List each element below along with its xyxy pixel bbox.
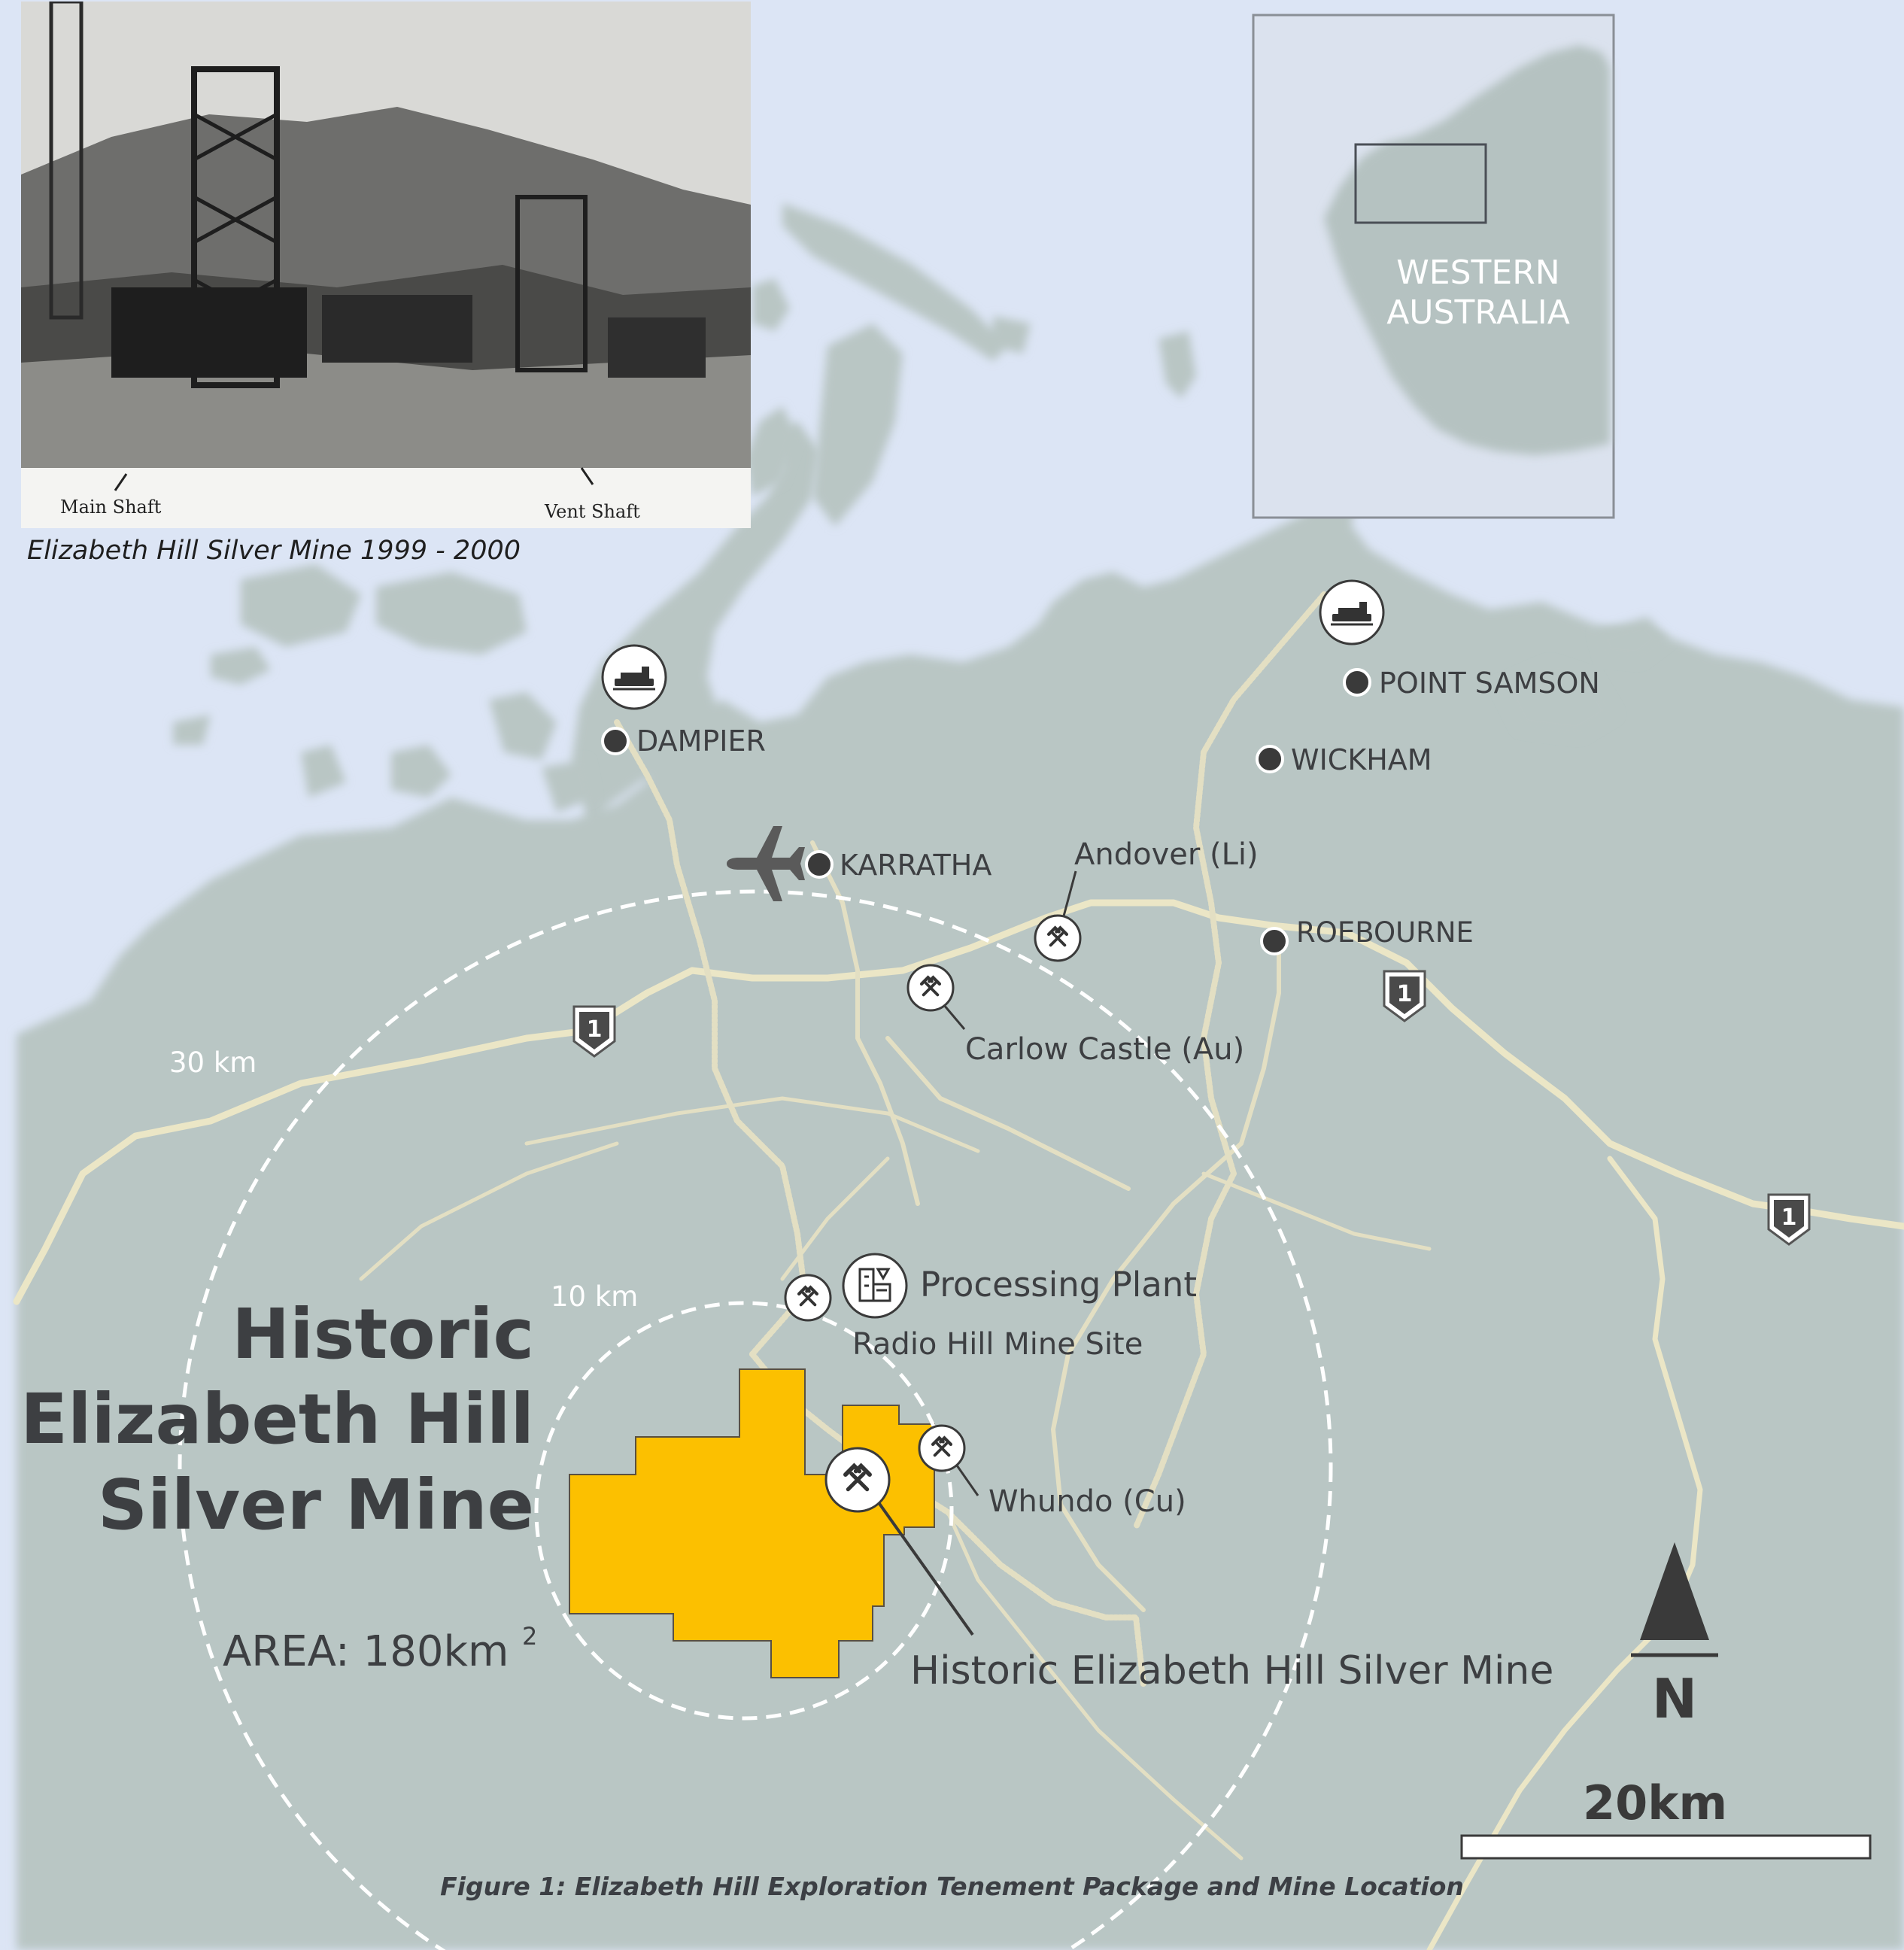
inset-map: WESTERN AUSTRALIA bbox=[1252, 14, 1615, 519]
airport-icon bbox=[727, 826, 805, 901]
town-karratha: KARRATHA bbox=[805, 849, 991, 882]
scale-bar-rect bbox=[1460, 1834, 1872, 1860]
ring-inner bbox=[534, 1301, 954, 1721]
mine-label: Andover (Li) bbox=[1074, 837, 1259, 872]
inset-locator-box bbox=[1354, 143, 1487, 224]
scale-bar: 20km bbox=[1460, 1775, 1872, 1860]
mine-label: Whundo (Cu) bbox=[988, 1484, 1186, 1519]
plant-label: Processing Plant bbox=[920, 1265, 1197, 1305]
town-point-samson: POINT SAMSON bbox=[1343, 667, 1600, 700]
tenement-area: AREA: 180km 2 bbox=[223, 1622, 537, 1676]
area-superscript: 2 bbox=[522, 1622, 537, 1651]
mine-hammer-icon bbox=[824, 1447, 891, 1513]
mine-andover: Andover (Li) bbox=[1034, 837, 1259, 962]
mine-carlow-castle: Carlow Castle (Au) bbox=[906, 964, 1244, 1067]
inset-region-label: WESTERN bbox=[1396, 254, 1559, 292]
figure-caption: Figure 1: Elizabeth Hill Exploration Ten… bbox=[440, 1872, 1464, 1901]
north-label: N bbox=[1652, 1667, 1697, 1730]
mine-hammer-icon bbox=[1034, 914, 1082, 962]
port-ship-icon bbox=[601, 644, 667, 710]
inset-landmass bbox=[1324, 45, 1610, 455]
mine-radio-hill: Radio Hill Mine Site bbox=[784, 1274, 1143, 1362]
photo-label-main-shaft: Main Shaft bbox=[60, 497, 162, 518]
mine-label: Carlow Castle (Au) bbox=[965, 1032, 1244, 1067]
inset-region-label: AUSTRALIA bbox=[1386, 293, 1570, 332]
mine-hammer-icon bbox=[918, 1424, 966, 1472]
port-ship-icon bbox=[1319, 579, 1385, 645]
town-roebourne: ROEBOURNE bbox=[1260, 916, 1474, 955]
tenement-polygon bbox=[569, 1368, 935, 1678]
mine-hammer-icon bbox=[784, 1274, 832, 1322]
area-label: AREA: 180km bbox=[223, 1627, 509, 1676]
factory-icon bbox=[842, 1253, 908, 1319]
tenement-title: Historic Elizabeth Hill Silver Mine bbox=[20, 1294, 534, 1545]
scale-label: 20km bbox=[1583, 1775, 1727, 1830]
ring-outer-label: 30 km bbox=[169, 1046, 257, 1079]
roads bbox=[13, 591, 1904, 1950]
town-label: POINT SAMSON bbox=[1379, 667, 1600, 700]
ring-outer bbox=[178, 889, 1333, 1950]
town-dampier: DAMPIER bbox=[601, 724, 766, 758]
town-dot-icon bbox=[1256, 745, 1284, 773]
tenement-title-line: Silver Mine bbox=[98, 1465, 534, 1545]
town-dot-icon bbox=[805, 850, 834, 879]
photo-caption: Elizabeth Hill Silver Mine 1999 - 2000 bbox=[27, 536, 521, 566]
tenement-title-line: Historic bbox=[232, 1294, 534, 1374]
town-label: KARRATHA bbox=[840, 849, 991, 882]
town-label: WICKHAM bbox=[1291, 743, 1432, 776]
historic-photo: Main Shaft Vent Shaft bbox=[21, 2, 751, 528]
town-dot-icon bbox=[601, 727, 630, 755]
mine-elizabeth-hill: Historic Elizabeth Hill Silver Mine bbox=[824, 1447, 1553, 1693]
town-dot-icon bbox=[1343, 668, 1371, 697]
town-label: DAMPIER bbox=[636, 724, 766, 758]
islands bbox=[173, 203, 1670, 812]
town-label: ROEBOURNE bbox=[1296, 916, 1474, 949]
ring-inner-label: 10 km bbox=[551, 1280, 638, 1313]
north-arrow: N bbox=[1631, 1542, 1718, 1730]
tenement-title-line: Elizabeth Hill bbox=[20, 1379, 534, 1459]
town-dot-icon bbox=[1260, 927, 1289, 955]
processing-plant: Processing Plant bbox=[842, 1253, 1197, 1319]
mine-label: Radio Hill Mine Site bbox=[852, 1327, 1143, 1362]
town-wickham: WICKHAM bbox=[1256, 743, 1432, 776]
north-arrow-icon bbox=[1640, 1542, 1709, 1640]
mine-label: Historic Elizabeth Hill Silver Mine bbox=[910, 1648, 1553, 1693]
mine-whundo: Whundo (Cu) bbox=[918, 1424, 1186, 1519]
photo-label-vent-shaft: Vent Shaft bbox=[544, 501, 640, 522]
mine-hammer-icon bbox=[906, 964, 955, 1012]
